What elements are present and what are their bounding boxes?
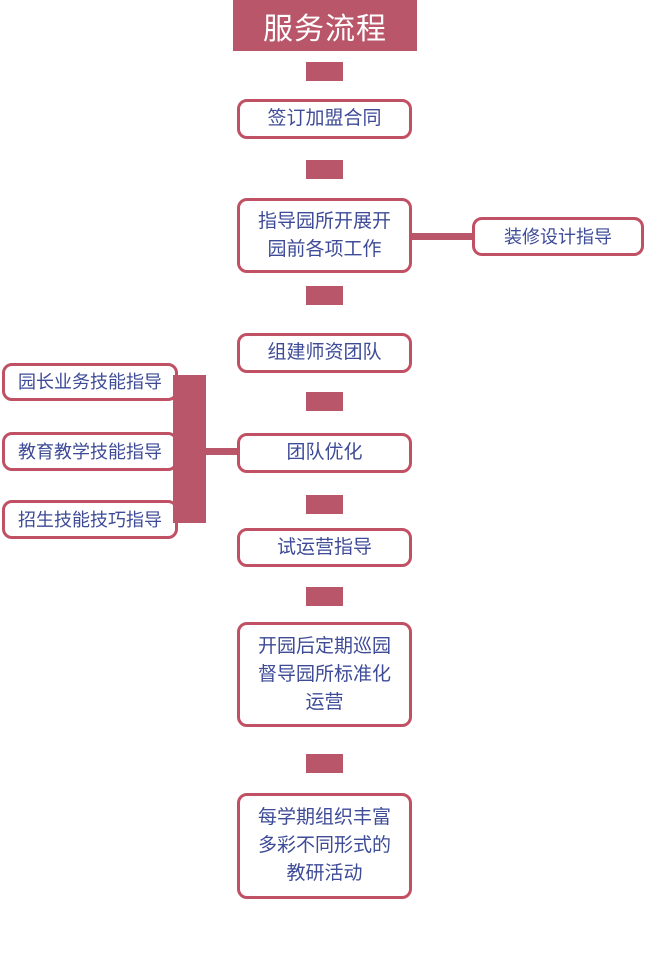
flow-connector [306, 587, 343, 606]
flow-node-pre-opening-guidance: 指导园所开展开园前各项工作 [237, 198, 412, 273]
flow-connector [306, 62, 343, 81]
flow-node-post-opening-supervision: 开园后定期巡园督导园所标准化运营 [237, 622, 412, 727]
flow-node-sign-contract: 签订加盟合同 [237, 99, 412, 139]
flow-connector [306, 754, 343, 773]
flow-connector [306, 160, 343, 179]
branch-node-principal-skills: 园长业务技能指导 [2, 363, 178, 401]
flow-node-build-teaching-team: 组建师资团队 [237, 333, 412, 373]
flow-connector [306, 286, 343, 305]
left-branch-bar [173, 375, 206, 523]
flow-node-team-optimization: 团队优化 [237, 433, 412, 473]
branch-node-teaching-skills: 教育教学技能指导 [2, 432, 178, 471]
branch-node-decoration-design: 装修设计指导 [472, 217, 644, 256]
right-branch-connector [412, 233, 472, 240]
flow-connector [306, 495, 343, 514]
flow-connector [306, 392, 343, 411]
flow-node-trial-operation: 试运营指导 [237, 528, 412, 567]
flowchart-title: 服务流程 [233, 0, 417, 51]
branch-node-enrollment-skills: 招生技能技巧指导 [2, 500, 178, 539]
flow-node-research-activities: 每学期组织丰富多彩不同形式的教研活动 [237, 793, 412, 899]
left-branch-connector [205, 448, 237, 455]
